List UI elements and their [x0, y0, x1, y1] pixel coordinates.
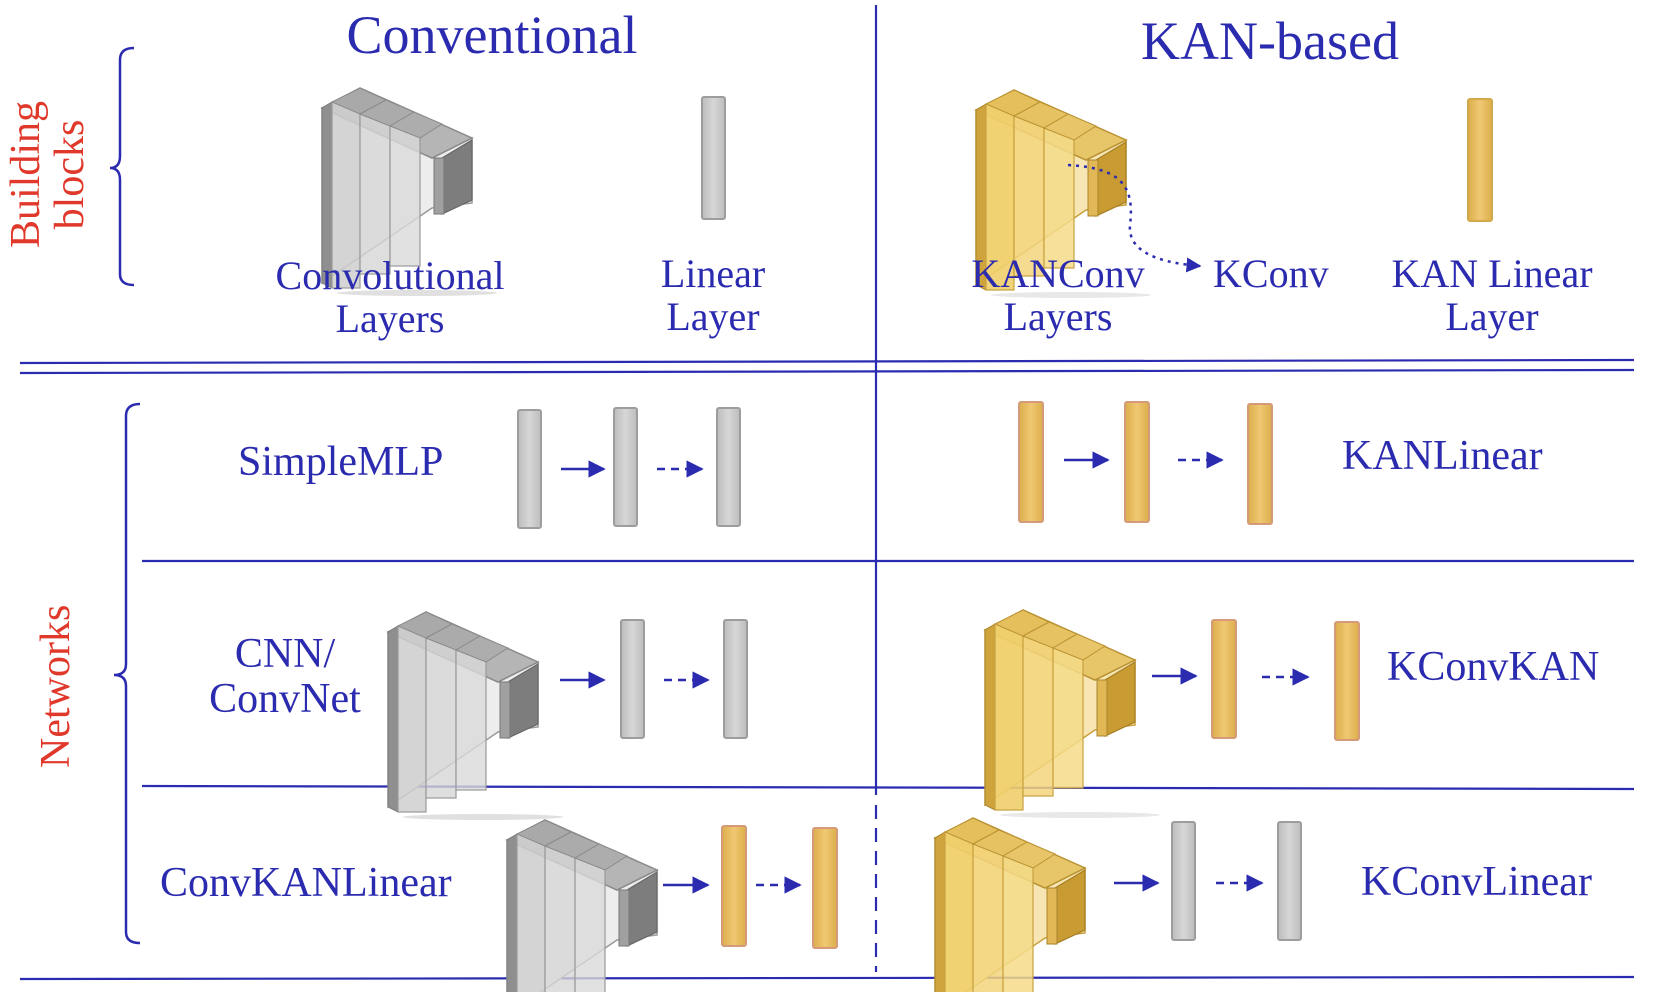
building-blocks-bracket [109, 46, 135, 287]
double-line-lower [19, 368, 1635, 375]
cnn-line-2: ConvNet [209, 676, 361, 723]
label-conv-layers: Convolutional Layers [275, 253, 505, 342]
label-cnn-convnet: CNN/ ConvNet [209, 631, 361, 723]
label-kconv-linear: KConvLinear [1361, 859, 1592, 905]
linear-layer-line-2: Layer [666, 294, 760, 340]
label-kconv: KConv [1213, 251, 1329, 296]
kconvkan-linear-2 [1334, 621, 1360, 741]
convkanlinear-kan-2 [812, 827, 838, 949]
cnn-diagram [387, 611, 748, 821]
bottom-line [19, 975, 1635, 981]
building-blocks-line-2: blocks [47, 119, 94, 230]
kan-layer-3 [1247, 403, 1273, 525]
cnn-linear-2 [723, 619, 748, 739]
convkanlinear-kan-1 [721, 825, 747, 947]
mlp-layer-3 [716, 407, 741, 527]
header-conventional: Conventional [346, 5, 638, 65]
convkanlinear-conv-block-icon [506, 819, 683, 992]
header-kan-based: KAN-based [1141, 11, 1399, 71]
kconvlinear-conv-block-icon [934, 817, 1111, 992]
kan-layer-1 [1018, 401, 1044, 523]
double-line-upper [19, 358, 1635, 365]
mlp-layer-1 [517, 409, 542, 529]
side-label-networks: Networks [33, 604, 79, 768]
conv-kan-linear-diagram [506, 819, 838, 992]
label-simple-mlp: SimpleMLP [238, 439, 444, 485]
building-blocks-line-1: Building [3, 100, 49, 248]
kconv-linear-diagram [934, 817, 1302, 992]
kconvkan-linear-1 [1211, 619, 1237, 739]
brackets [109, 46, 141, 945]
kconvkan-conv-block-icon [984, 609, 1161, 819]
label-linear-layer: Linear Layer [660, 251, 766, 340]
kconvlinear-linear-2 [1277, 821, 1302, 941]
label-kanconv-layers: KANConv Layers [971, 251, 1145, 340]
row-divider-2 [141, 784, 1635, 791]
kan-linear-layer-line-1: KAN Linear [1391, 251, 1593, 296]
side-label-building-blocks: Building blocks [3, 100, 94, 248]
kan-linear-diagram [1018, 401, 1273, 525]
kan-layer-2 [1124, 401, 1150, 523]
linear-layer-block-icon [701, 96, 726, 220]
networks-label: Networks [33, 604, 79, 768]
kanconv-layers-line-1: KANConv [971, 251, 1145, 296]
conv-layers-line-2: Layers [335, 296, 445, 342]
linear-layer-line-1: Linear [660, 251, 766, 296]
networks-bracket [113, 402, 141, 945]
label-conv-kan-linear: ConvKANLinear [160, 860, 452, 906]
kanconv-layers-line-2: Layers [1003, 294, 1113, 340]
kan-linear-layer-line-2: Layer [1445, 294, 1539, 340]
label-kan-linear-layer: KAN Linear Layer [1391, 251, 1593, 340]
cnn-line-1: CNN/ [234, 631, 336, 677]
kconvlinear-linear-1 [1171, 821, 1196, 941]
kconv-dotted-arrow [1067, 163, 1202, 273]
label-kconv-kan: KConvKAN [1387, 644, 1600, 690]
kan-linear-layer-block-icon [1467, 98, 1493, 222]
cnn-conv-block-icon [387, 611, 564, 821]
kconv-kan-diagram [984, 609, 1360, 819]
label-kan-linear: KANLinear [1342, 433, 1543, 479]
cnn-linear-1 [620, 619, 645, 739]
mlp-layer-2 [613, 407, 638, 527]
conv-layers-line-1: Convolutional [275, 253, 505, 298]
simple-mlp-diagram [517, 407, 741, 529]
